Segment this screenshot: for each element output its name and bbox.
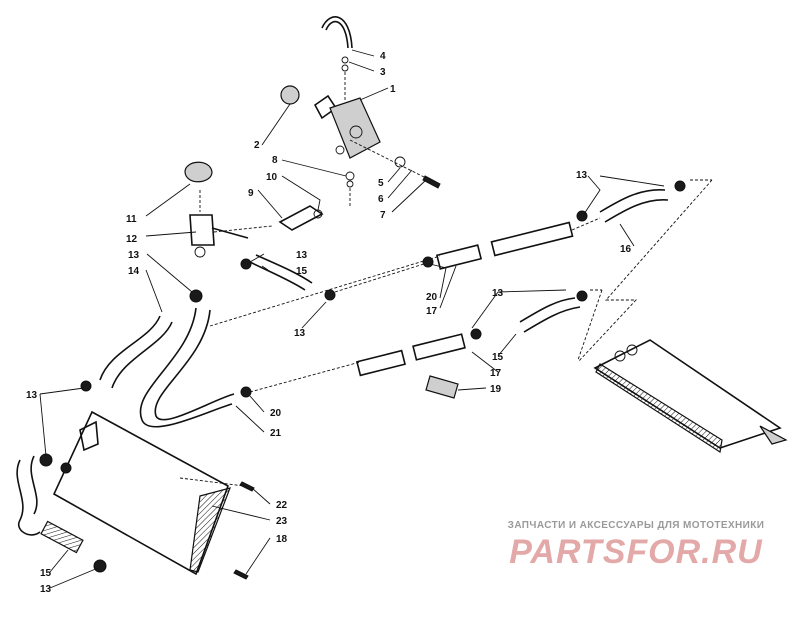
callout-11: 11 bbox=[126, 214, 137, 225]
cap-2 bbox=[280, 85, 300, 105]
callout-17-lower: 17 bbox=[490, 368, 502, 379]
hose-9 bbox=[278, 205, 324, 231]
screw-18 bbox=[233, 569, 249, 580]
callout-22: 22 bbox=[276, 500, 288, 511]
hoses-group bbox=[99, 179, 712, 428]
callout-21: 21 bbox=[270, 428, 282, 439]
heat-exchanger bbox=[593, 339, 782, 449]
callout-13-mid: 13 bbox=[294, 328, 306, 339]
housing-1 bbox=[329, 97, 381, 159]
callout-9: 9 bbox=[248, 188, 254, 199]
callout-14: 14 bbox=[128, 266, 140, 277]
watermark-logo: PARTSFOR.RU bbox=[509, 533, 763, 571]
hose-16 bbox=[599, 189, 666, 213]
hose-15a bbox=[249, 261, 306, 291]
thermostat-housing-group bbox=[278, 16, 441, 231]
screw-22 bbox=[239, 481, 255, 492]
callout-17-upper: 17 bbox=[426, 306, 438, 317]
callout-20-lower: 20 bbox=[270, 408, 282, 419]
callout-2: 2 bbox=[254, 140, 260, 151]
hose-15d bbox=[40, 520, 84, 554]
callout-5: 5 bbox=[378, 178, 384, 189]
callout-13-bottom: 13 bbox=[40, 584, 52, 595]
callout-23: 23 bbox=[276, 516, 288, 527]
clamp-13a bbox=[189, 289, 203, 303]
callout-13-right: 13 bbox=[576, 170, 588, 181]
callout-18: 18 bbox=[276, 534, 288, 545]
hose-14 bbox=[99, 315, 161, 381]
hose-15b bbox=[519, 297, 576, 323]
callout-3: 3 bbox=[380, 67, 386, 78]
watermark: ЗАПЧАСТИ И АКСЕССУАРЫ ДЛЯ МОТОТЕХНИКИ PA… bbox=[486, 520, 786, 572]
callout-13-filler: 13 bbox=[128, 250, 140, 261]
callout-1: 1 bbox=[390, 84, 396, 95]
bracket-19 bbox=[425, 375, 459, 399]
callout-7: 7 bbox=[380, 210, 386, 221]
callout-16: 16 bbox=[620, 244, 632, 255]
callout-15-lower: 15 bbox=[492, 352, 504, 363]
vent-hose-4 bbox=[321, 16, 353, 49]
callout-8: 8 bbox=[272, 155, 278, 166]
callout-10: 10 bbox=[266, 172, 278, 183]
screw-7 bbox=[422, 175, 441, 189]
tube-17a bbox=[435, 244, 483, 270]
hose-15c bbox=[16, 459, 41, 536]
callout-19: 19 bbox=[490, 384, 502, 395]
callout-4: 4 bbox=[380, 51, 386, 62]
watermark-subtitle: ЗАПЧАСТИ И АКСЕССУАРЫ ДЛЯ МОТОТЕХНИКИ bbox=[507, 520, 765, 531]
callout-6: 6 bbox=[378, 194, 384, 205]
fitting-3 bbox=[341, 56, 349, 64]
callout-15-left: 15 bbox=[40, 568, 52, 579]
radiator-cap-11 bbox=[184, 161, 213, 183]
filler-neck-group bbox=[184, 161, 273, 303]
callout-15-upper: 15 bbox=[296, 266, 308, 277]
callout-12: 12 bbox=[126, 234, 138, 245]
heat-exchanger-group bbox=[577, 179, 788, 453]
callout-labels: 4 3 1 2 8 5 10 6 9 7 11 12 13 13 15 14 1… bbox=[26, 51, 632, 595]
callout-13-left: 13 bbox=[26, 390, 38, 401]
clamp-8 bbox=[345, 171, 355, 181]
callout-20-upper: 20 bbox=[426, 292, 438, 303]
hose-21 bbox=[139, 307, 233, 428]
filler-neck-12 bbox=[189, 214, 215, 246]
radiator-group bbox=[16, 380, 255, 580]
leader-lines bbox=[39, 49, 665, 589]
tube-17b bbox=[412, 333, 466, 361]
callout-13-lower: 13 bbox=[492, 288, 504, 299]
callout-13-upper: 13 bbox=[296, 250, 308, 261]
